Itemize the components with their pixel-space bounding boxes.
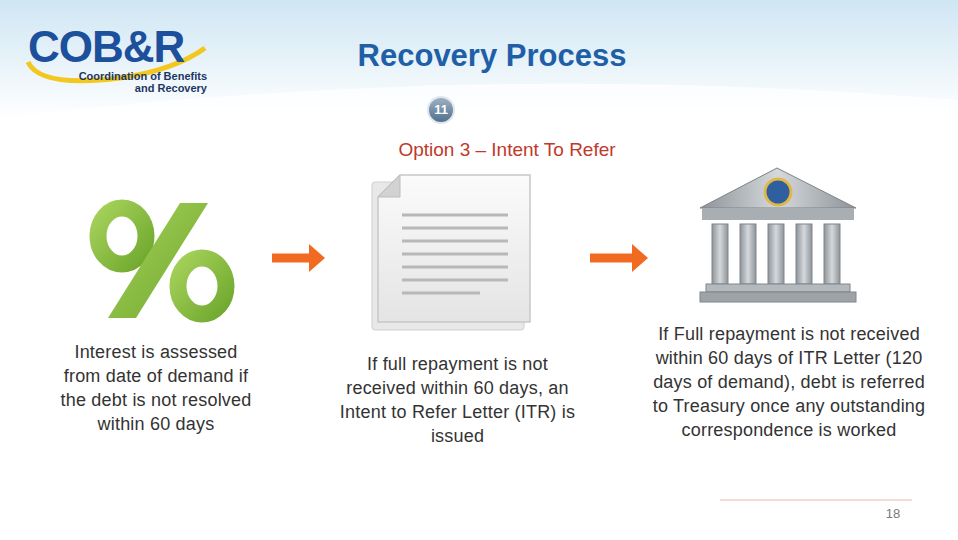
document-icon [372,175,530,330]
flow-arrow [272,244,325,272]
logo-text: COB&R [28,22,208,72]
process-step: If full repayment is not received within… [325,170,590,450]
percent-icon [98,203,226,318]
step-text: If Full repayment is not received within… [650,322,928,442]
step-text: If full repayment is not received within… [330,352,585,448]
callout-number: 11 [426,102,456,118]
process-step: Interest is assessed from date of demand… [40,200,272,465]
footer-rule [720,500,912,501]
process-step: If Full repayment is not received within… [648,165,930,470]
page-number: 18 [870,506,916,522]
flow-arrow [590,244,648,272]
bank-icon [700,168,856,302]
step-text: Interest is assessed from date of demand… [59,340,253,436]
option-subtitle: Option 3 – Intent To Refer [330,138,684,162]
slide-title: Recovery Process [292,38,692,74]
logo-subtitle: Coordination of Benefits and Recovery [62,70,207,94]
